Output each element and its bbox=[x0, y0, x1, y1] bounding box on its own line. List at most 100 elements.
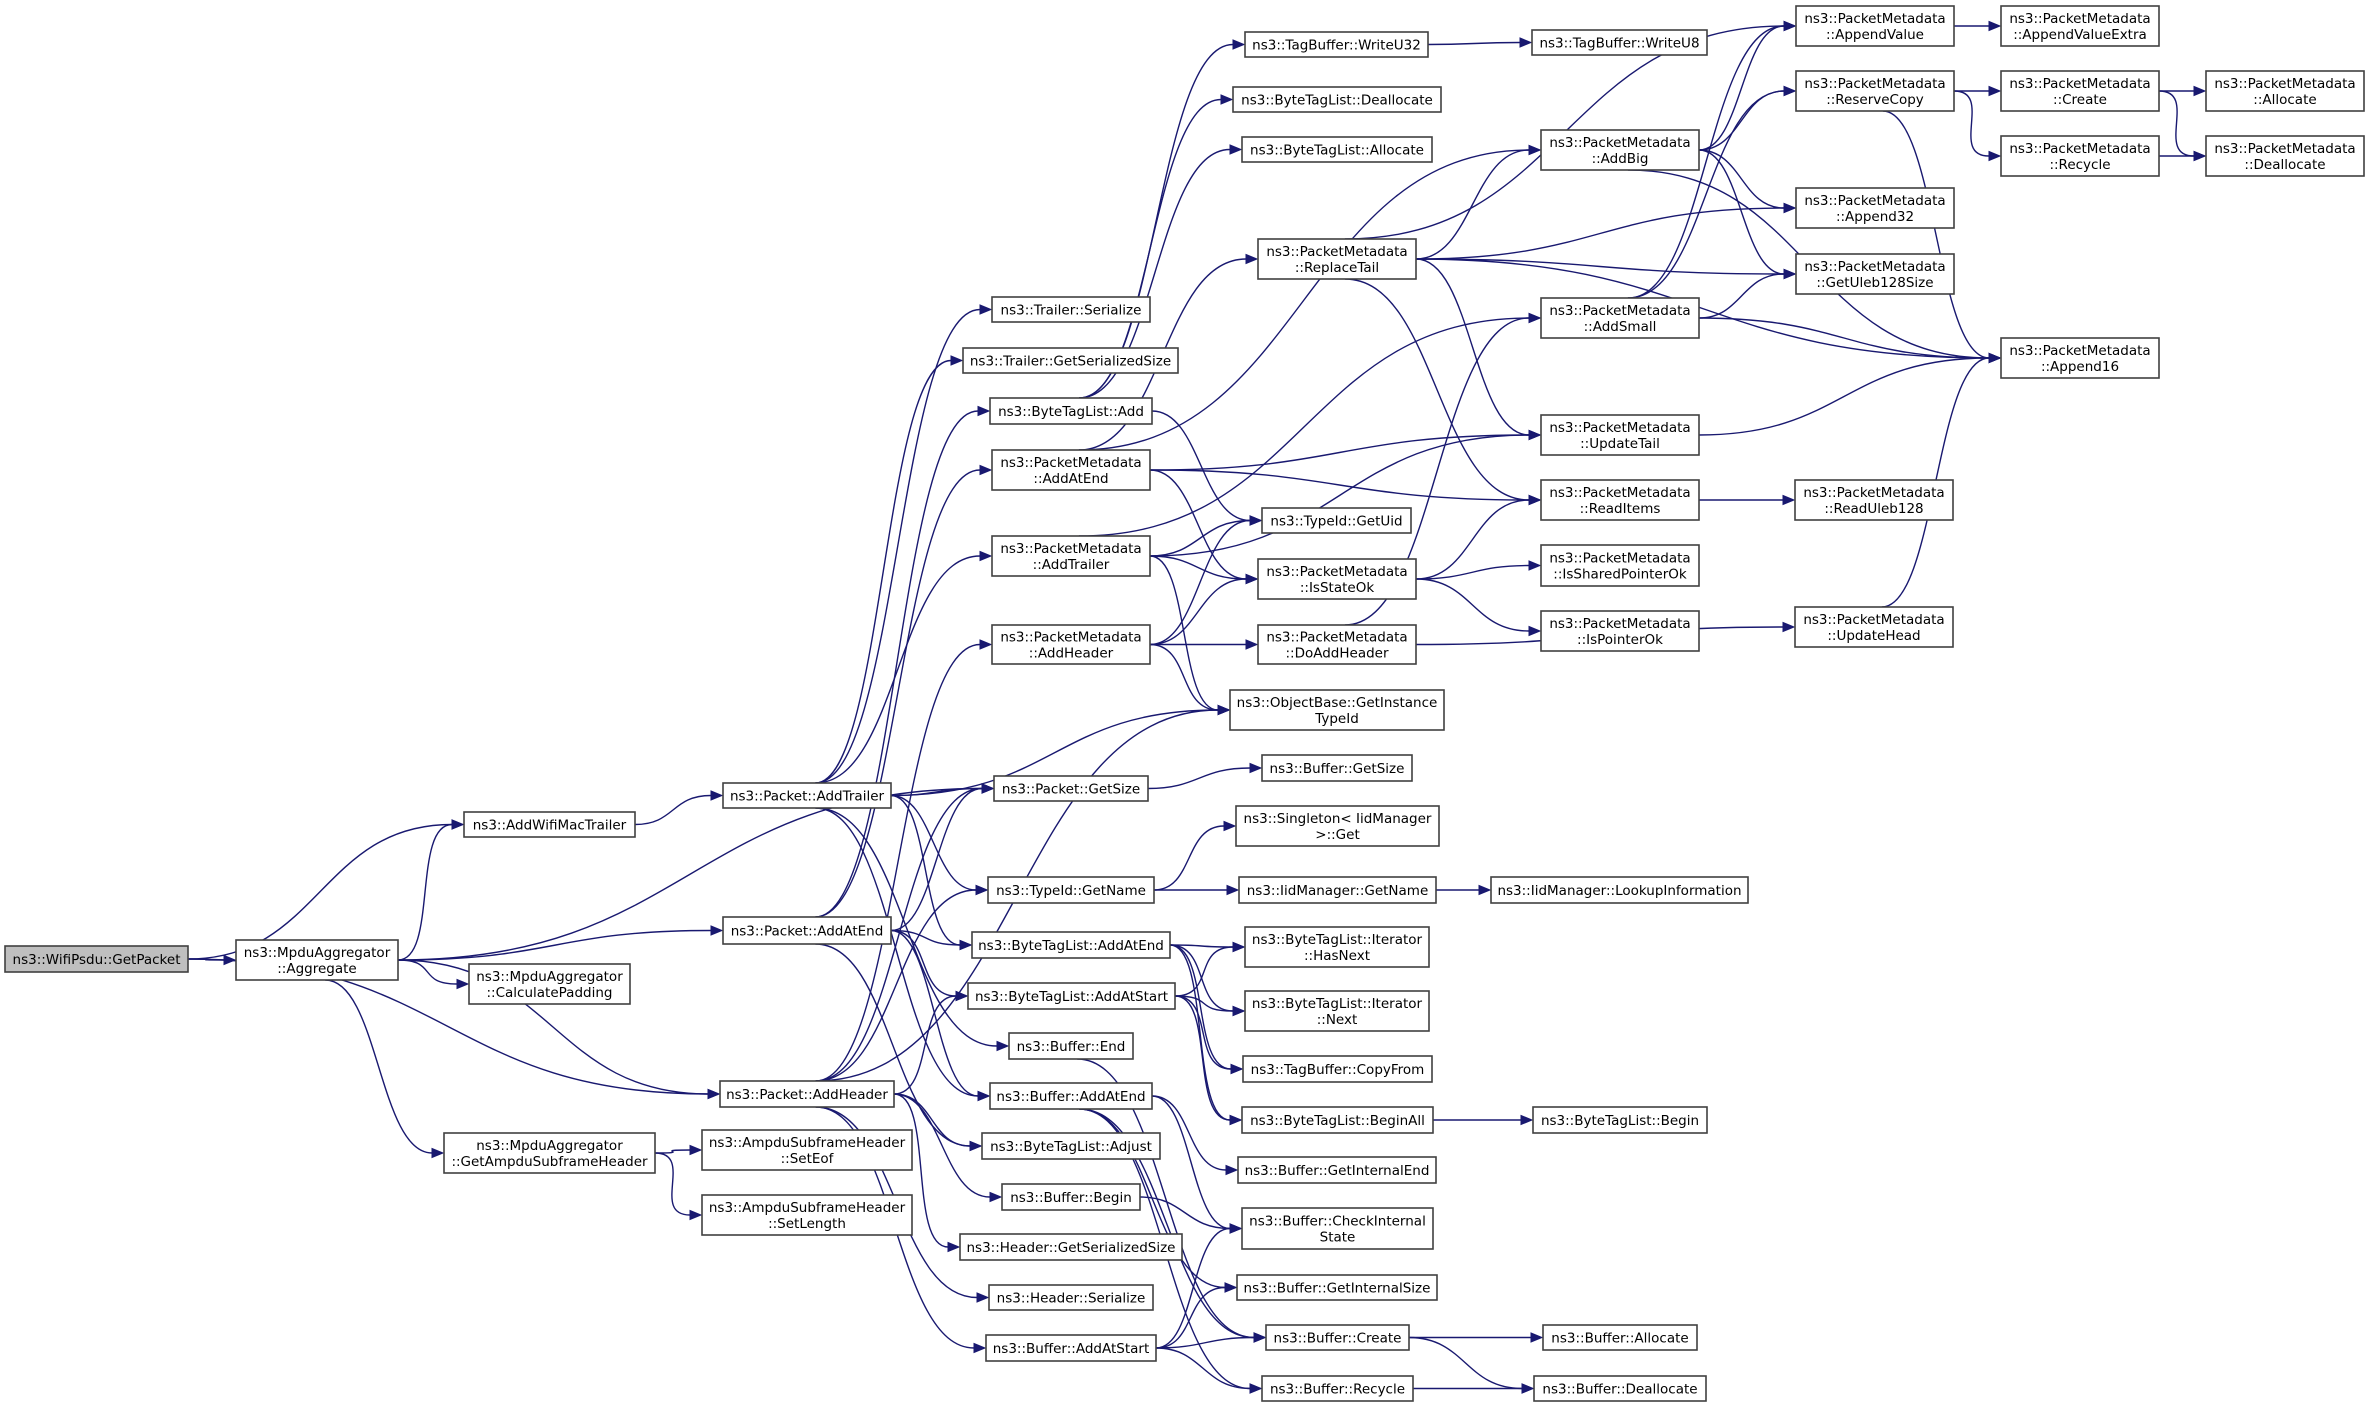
graph-node-pm-addtrailer[interactable]: ns3::PacketMetadata::AddTrailer bbox=[991, 535, 1151, 577]
graph-node-calcpadding[interactable]: ns3::MpduAggregator::CalculatePadding bbox=[468, 963, 631, 1005]
graph-node-pm-getuleb128size[interactable]: ns3::PacketMetadata::GetUleb128Size bbox=[1795, 253, 1955, 295]
graph-node-pm-readitems[interactable]: ns3::PacketMetadata::ReadItems bbox=[1540, 479, 1700, 521]
graph-node-seteof[interactable]: ns3::AmpduSubframeHeader::SetEof bbox=[701, 1129, 913, 1171]
graph-node-buf-begin[interactable]: ns3::Buffer::Begin bbox=[1001, 1183, 1141, 1211]
graph-node-buf-getinternalsize[interactable]: ns3::Buffer::GetInternalSize bbox=[1236, 1274, 1438, 1301]
graph-node-buf-end[interactable]: ns3::Buffer::End bbox=[1008, 1032, 1134, 1060]
graph-node-tb-writeu8[interactable]: ns3::TagBuffer::WriteU8 bbox=[1531, 29, 1708, 56]
node-box[interactable] bbox=[2205, 135, 2365, 177]
node-box[interactable] bbox=[1795, 5, 1955, 47]
node-box[interactable] bbox=[987, 876, 1155, 904]
node-box[interactable] bbox=[1241, 136, 1433, 163]
graph-node-pm-replacetail[interactable]: ns3::PacketMetadata::ReplaceTail bbox=[1257, 238, 1417, 280]
node-box[interactable] bbox=[1540, 479, 1700, 521]
node-box[interactable] bbox=[981, 1132, 1161, 1160]
graph-node-btl-adjust[interactable]: ns3::ByteTagList::Adjust bbox=[981, 1132, 1161, 1160]
node-box[interactable] bbox=[1257, 624, 1417, 665]
graph-node-buf-getsize[interactable]: ns3::Buffer::GetSize bbox=[1261, 754, 1413, 782]
graph-node-pm-appendvalueextra[interactable]: ns3::PacketMetadata::AppendValueExtra bbox=[2000, 5, 2160, 47]
graph-node-btl-addatend[interactable]: ns3::ByteTagList::AddAtEnd bbox=[971, 931, 1171, 959]
node-box[interactable] bbox=[722, 782, 892, 809]
node-box[interactable] bbox=[1242, 1055, 1433, 1083]
node-box[interactable] bbox=[235, 939, 399, 981]
node-box[interactable] bbox=[985, 1334, 1157, 1362]
node-box[interactable] bbox=[971, 931, 1171, 959]
node-box[interactable] bbox=[1795, 70, 1955, 112]
graph-node-iid-lookup[interactable]: ns3::IidManager::LookupInformation bbox=[1490, 876, 1749, 904]
graph-node-pm-addatend[interactable]: ns3::PacketMetadata::AddAtEnd bbox=[991, 449, 1151, 491]
node-box[interactable] bbox=[1244, 990, 1430, 1032]
node-box[interactable] bbox=[991, 624, 1151, 665]
node-box[interactable] bbox=[993, 775, 1149, 802]
node-box[interactable] bbox=[1257, 558, 1417, 600]
node-box[interactable] bbox=[1540, 544, 1700, 587]
node-box[interactable] bbox=[1540, 297, 1700, 339]
node-box[interactable] bbox=[2205, 70, 2365, 112]
node-box[interactable] bbox=[463, 811, 636, 838]
graph-node-buf-deallocate[interactable]: ns3::Buffer::Deallocate bbox=[1533, 1375, 1707, 1402]
node-box[interactable] bbox=[1261, 1375, 1414, 1402]
node-box[interactable] bbox=[1244, 926, 1430, 968]
graph-node-pm-doaddheader[interactable]: ns3::PacketMetadata::DoAddHeader bbox=[1257, 624, 1417, 665]
node-box[interactable] bbox=[1232, 86, 1442, 113]
graph-node-btl-beginall[interactable]: ns3::ByteTagList::BeginAll bbox=[1241, 1106, 1434, 1134]
node-box[interactable] bbox=[1265, 1324, 1410, 1351]
node-box[interactable] bbox=[1235, 805, 1440, 847]
graph-node-pm-addbig[interactable]: ns3::PacketMetadata::AddBig bbox=[1540, 129, 1700, 171]
graph-node-getampdu[interactable]: ns3::MpduAggregator::GetAmpduSubframeHea… bbox=[443, 1132, 656, 1174]
node-box[interactable] bbox=[1794, 606, 1954, 648]
node-box[interactable] bbox=[989, 1082, 1153, 1110]
graph-node-pkt-addheader[interactable]: ns3::Packet::AddHeader bbox=[719, 1080, 895, 1108]
graph-node-tb-copyfrom[interactable]: ns3::TagBuffer::CopyFrom bbox=[1242, 1055, 1433, 1083]
node-box[interactable] bbox=[1241, 1207, 1434, 1250]
node-box[interactable] bbox=[1532, 1106, 1708, 1134]
graph-node-btl-begin[interactable]: ns3::ByteTagList::Begin bbox=[1532, 1106, 1708, 1134]
graph-node-buf-addatend[interactable]: ns3::Buffer::AddAtEnd bbox=[989, 1082, 1153, 1110]
node-box[interactable] bbox=[1795, 187, 1955, 229]
graph-node-pm-updatetail[interactable]: ns3::PacketMetadata::UpdateTail bbox=[1540, 414, 1700, 456]
graph-node-buf-addatstart[interactable]: ns3::Buffer::AddAtStart bbox=[985, 1334, 1157, 1362]
graph-node-pm-addsmall[interactable]: ns3::PacketMetadata::AddSmall bbox=[1540, 297, 1700, 339]
node-box[interactable] bbox=[1542, 1324, 1698, 1351]
node-box[interactable] bbox=[1540, 414, 1700, 456]
node-box[interactable] bbox=[722, 916, 892, 945]
node-box[interactable] bbox=[1795, 253, 1955, 295]
graph-node-pm-appendvalue[interactable]: ns3::PacketMetadata::AppendValue bbox=[1795, 5, 1955, 47]
graph-node-btl-add[interactable]: ns3::ByteTagList::Add bbox=[989, 397, 1153, 425]
graph-node-tb-writeu32[interactable]: ns3::TagBuffer::WriteU32 bbox=[1244, 31, 1429, 58]
node-box[interactable] bbox=[701, 1129, 913, 1171]
graph-node-pm-reservecopy[interactable]: ns3::PacketMetadata::ReserveCopy bbox=[1795, 70, 1955, 112]
graph-node-trailer-gss[interactable]: ns3::Trailer::GetSerializedSize bbox=[962, 347, 1179, 374]
graph-node-hdr-ser[interactable]: ns3::Header::Serialize bbox=[988, 1284, 1154, 1311]
node-box[interactable] bbox=[1008, 1032, 1134, 1060]
graph-node-aggregate[interactable]: ns3::MpduAggregator::Aggregate bbox=[235, 939, 399, 981]
node-box[interactable] bbox=[991, 535, 1151, 577]
node-box[interactable] bbox=[962, 347, 1179, 374]
node-box[interactable] bbox=[1540, 610, 1700, 652]
graph-node-buf-recycle[interactable]: ns3::Buffer::Recycle bbox=[1261, 1375, 1414, 1402]
node-box[interactable] bbox=[1229, 689, 1445, 731]
graph-node-typeid-getuid[interactable]: ns3::TypeId::GetUid bbox=[1261, 507, 1412, 534]
node-box[interactable] bbox=[959, 1233, 1183, 1261]
graph-node-buf-getinternalend[interactable]: ns3::Buffer::GetInternalEnd bbox=[1237, 1156, 1437, 1184]
graph-node-btl-dealloc[interactable]: ns3::ByteTagList::Deallocate bbox=[1232, 86, 1442, 113]
graph-node-pm-append32[interactable]: ns3::PacketMetadata::Append32 bbox=[1795, 187, 1955, 229]
node-box[interactable] bbox=[991, 296, 1151, 323]
graph-node-pm-create[interactable]: ns3::PacketMetadata::Create bbox=[2000, 70, 2160, 112]
graph-node-pm-addheader[interactable]: ns3::PacketMetadata::AddHeader bbox=[991, 624, 1151, 665]
node-box[interactable] bbox=[1261, 754, 1413, 782]
graph-node-trailer-ser[interactable]: ns3::Trailer::Serialize bbox=[991, 296, 1151, 323]
node-box[interactable] bbox=[991, 449, 1151, 491]
graph-node-singleton-get[interactable]: ns3::Singleton< IidManager>::Get bbox=[1235, 805, 1440, 847]
node-box[interactable] bbox=[2000, 337, 2160, 379]
graph-node-buf-allocate[interactable]: ns3::Buffer::Allocate bbox=[1542, 1324, 1698, 1351]
graph-node-btl-it-next[interactable]: ns3::ByteTagList::Iterator::Next bbox=[1244, 990, 1430, 1032]
graph-node-pm-recycle[interactable]: ns3::PacketMetadata::Recycle bbox=[2000, 135, 2160, 177]
graph-node-typeid-getname[interactable]: ns3::TypeId::GetName bbox=[987, 876, 1155, 904]
node-box[interactable] bbox=[988, 1284, 1154, 1311]
node-box[interactable] bbox=[1244, 31, 1429, 58]
node-box[interactable] bbox=[2000, 135, 2160, 177]
graph-node-btl-addatstart[interactable]: ns3::ByteTagList::AddAtStart bbox=[967, 982, 1176, 1010]
